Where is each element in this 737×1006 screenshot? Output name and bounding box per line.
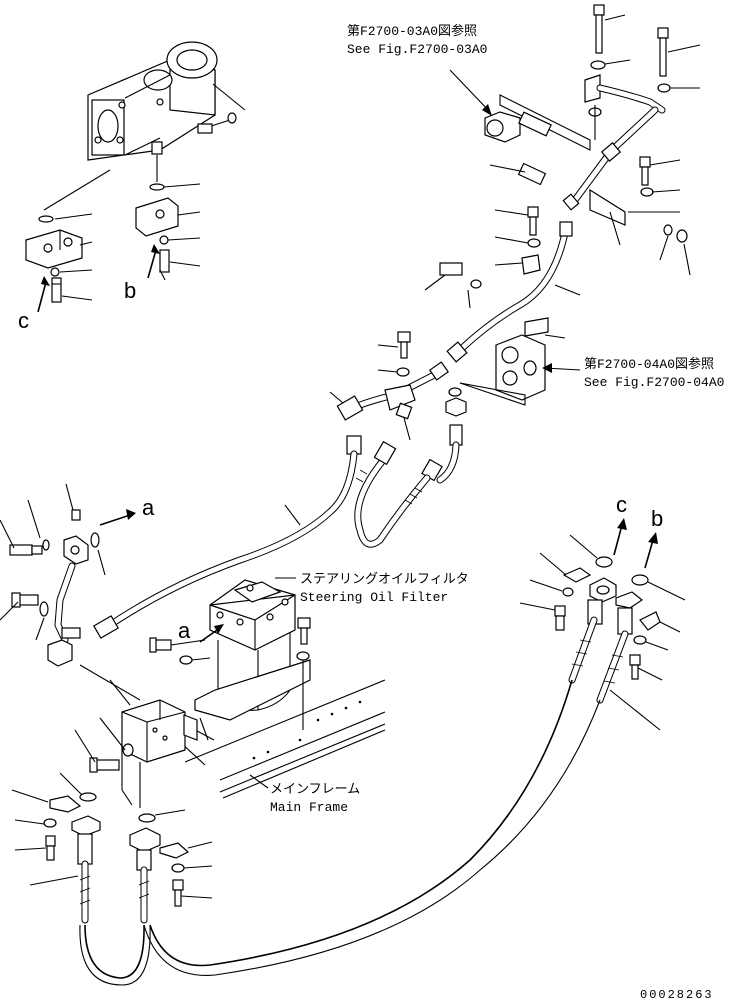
split-flange-block-b [135,155,179,273]
steering-oil-filter [149,579,311,741]
steering-pump-assembly [87,41,246,161]
ref-03a0-label-jp: 第F2700-03A0図参照 [347,24,478,39]
frame-label-en: Main Frame [270,800,349,815]
hoses-middle [93,424,463,639]
ref-04a0-label-en: See Fig.F2700-04A0 [584,375,725,390]
filter-label-en: Steering Oil Filter [300,590,449,605]
callout-a-upper: a [142,495,155,520]
leader-lines-upper-left [37,183,201,313]
frame-label-jp: メインフレーム [270,782,361,797]
callout-c-upper: c [18,308,29,333]
left-tube-assembly [0,483,136,667]
callout-b-lower: b [651,506,664,531]
leader-lines-main [249,577,296,789]
hoses-lower-left [11,772,213,986]
junction-block [74,679,198,808]
upper-right-hardware [489,4,701,276]
middle-swivel-tee [329,331,450,441]
callout-b-upper: b [124,278,137,303]
ref-03a0-component [449,69,591,151]
hoses-lower-right [143,518,686,976]
split-flange-block-c [25,169,111,303]
drawing-number: 00028263 [640,988,714,1002]
hose-upper-right [424,221,581,363]
callout-c-lower: c [616,492,627,517]
filter-label-jp: ステアリングオイルフィルタ [300,572,469,587]
callout-a-lower: a [178,618,191,643]
ref-04a0-label-jp: 第F2700-04A0図参照 [584,357,715,372]
ref-04a0-valve [445,334,581,417]
ref-03a0-label-en: See Fig.F2700-03A0 [347,42,488,57]
